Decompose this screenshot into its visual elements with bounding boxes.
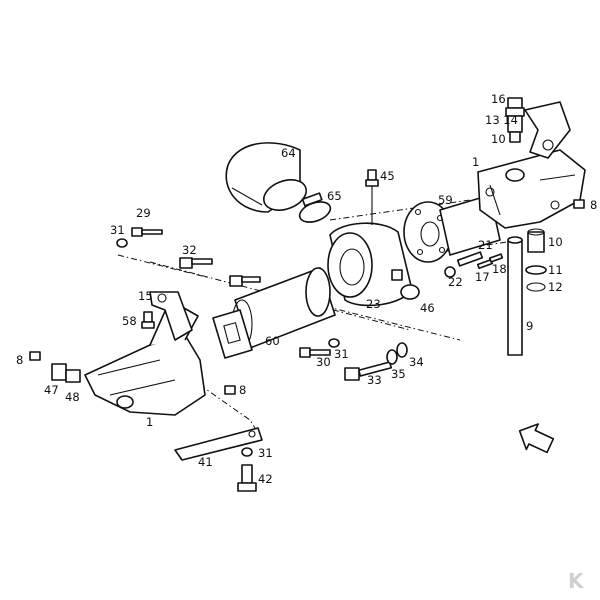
label-33: 33 (367, 373, 382, 387)
label-8-left: 8 (16, 353, 23, 367)
label-58: 58 (122, 314, 137, 328)
part-31-washer-mid (328, 338, 340, 348)
label-11: 11 (548, 263, 563, 277)
label-42: 42 (258, 472, 273, 486)
label-48: 48 (65, 390, 80, 404)
label-12: 12 (548, 280, 563, 294)
part-46-nut (400, 284, 420, 300)
part-58-nipple (141, 311, 155, 329)
part-23-housing (327, 222, 413, 307)
part-48-fitting (65, 369, 81, 383)
label-64: 64 (281, 146, 296, 160)
label-22: 22 (448, 275, 463, 289)
part-18-pin (488, 253, 504, 263)
part-42-bolt (237, 464, 257, 492)
label-8-lower: 8 (239, 383, 246, 397)
label-30: 30 (316, 355, 331, 369)
label-59: 59 (438, 193, 453, 207)
part-32-bolt (179, 257, 261, 287)
label-15: 15 (138, 289, 153, 303)
part-8-left-nipple (29, 351, 41, 361)
label-16: 16 (491, 92, 506, 106)
part-1-right-bracket (477, 149, 586, 229)
part-22-nut (444, 266, 456, 278)
part-65-clamp (298, 192, 332, 223)
part-60-tube (231, 267, 336, 349)
part-45-nipple (365, 169, 379, 225)
part-64-cap (225, 142, 308, 213)
part-15-arm (149, 291, 193, 341)
label-21: 21 (478, 238, 493, 252)
label-18: 18 (492, 262, 507, 276)
label-23: 23 (366, 297, 381, 311)
label-29: 29 (136, 206, 151, 220)
label-1-right: 1 (472, 155, 479, 169)
label-60: 60 (265, 334, 280, 348)
part-47-fitting (51, 363, 67, 381)
label-31-top: 31 (110, 223, 125, 237)
part-41-plate (174, 427, 263, 461)
label-35: 35 (391, 367, 406, 381)
watermark-logo: K (568, 569, 585, 593)
part-31-washer-top (116, 238, 128, 248)
part-16-arm-assembly (505, 97, 571, 159)
part-33-bolt (344, 361, 393, 381)
label-10-top: 10 (491, 132, 506, 146)
part-12-circlip (526, 282, 546, 292)
part-35-washer (386, 349, 398, 365)
label-31-mid: 31 (334, 347, 349, 361)
label-8-right: 8 (590, 198, 597, 212)
part-30-bolt (299, 347, 331, 358)
part-8-right-nipple (573, 199, 585, 209)
label-65: 65 (327, 189, 342, 203)
label-47: 47 (44, 383, 59, 397)
label-1-left: 1 (146, 415, 153, 429)
label-46: 46 (420, 301, 435, 315)
part-8-lower-nipple (224, 385, 236, 395)
label-17: 17 (475, 270, 490, 284)
label-32: 32 (182, 243, 197, 257)
part-29-bolt (131, 227, 163, 237)
label-45: 45 (380, 169, 395, 183)
part-9-shaft (507, 236, 523, 356)
label-13-14: 13 14 (485, 113, 518, 127)
label-9: 9 (526, 319, 533, 333)
part-34-nut (396, 342, 408, 358)
label-31-low: 31 (258, 446, 273, 460)
label-34: 34 (409, 355, 424, 369)
label-10-right: 10 (548, 235, 563, 249)
part-31-washer-low (241, 447, 253, 457)
part-10-bushing (527, 228, 545, 253)
part-11-washer (525, 265, 547, 275)
part-flange-plate (212, 309, 253, 359)
label-41: 41 (198, 455, 213, 469)
part-21-bolt (456, 251, 484, 267)
direction-arrow-icon (518, 423, 555, 454)
